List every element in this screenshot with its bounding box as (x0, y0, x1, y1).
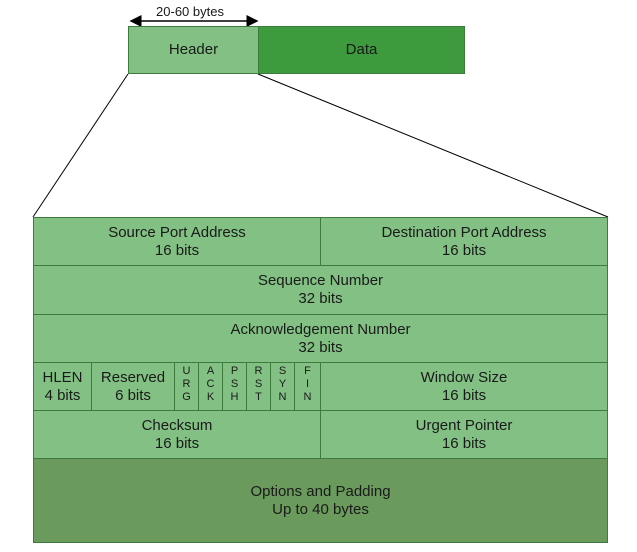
flag-syn-label: S Y N (278, 365, 287, 403)
window-size-size: 16 bits (441, 386, 487, 404)
flag-urg-label: U R G (182, 365, 191, 403)
flag-ack: A C K (198, 362, 223, 411)
sequence-number-size: 32 bits (298, 290, 343, 307)
source-port-name: Source Port Address (108, 223, 246, 241)
dest-port-name: Destination Port Address (381, 223, 547, 241)
hlen-size: 4 bits (44, 386, 81, 404)
source-port-size: 16 bits (154, 241, 200, 259)
size-label: 20-60 bytes (156, 4, 224, 19)
hlen-name: HLEN (42, 368, 83, 386)
urgent-pointer-name: Urgent Pointer (415, 416, 513, 434)
ack-number-name: Acknowledgement Number (230, 320, 411, 338)
segment-data-box: Data (258, 26, 465, 74)
sequence-number-name: Sequence Number (257, 272, 384, 289)
dest-port-size: 16 bits (441, 241, 487, 259)
checksum-size: 16 bits (154, 434, 200, 452)
flag-rst: R S T (246, 362, 271, 411)
reserved-field: Reserved 6 bits (91, 362, 175, 411)
segment-data-label: Data (345, 41, 378, 58)
flag-psh: P S H (222, 362, 247, 411)
hlen-field: HLEN 4 bits (33, 362, 92, 411)
flag-urg: U R G (174, 362, 199, 411)
urgent-pointer-size: 16 bits (441, 434, 487, 452)
flag-fin-label: F I N (303, 365, 312, 403)
checksum-name: Checksum (141, 416, 213, 434)
options-padding-size: Up to 40 bytes (272, 500, 369, 518)
segment-header-box: Header (128, 26, 259, 74)
sequence-number-field: Sequence Number 32 bits (33, 265, 608, 315)
window-size-name: Window Size (420, 368, 508, 386)
reserved-size: 6 bits (115, 386, 151, 404)
ack-number-field: Acknowledgement Number 32 bits (33, 314, 608, 363)
window-size-field: Window Size 16 bits (320, 362, 608, 411)
flag-ack-label: A C K (206, 365, 215, 403)
left-expand-line (32, 73, 129, 218)
flag-fin: F I N (294, 362, 321, 411)
ack-number-size: 32 bits (298, 338, 343, 356)
options-padding-name: Options and Padding (250, 482, 391, 500)
source-port-field: Source Port Address 16 bits (33, 217, 321, 266)
dest-port-field: Destination Port Address 16 bits (320, 217, 608, 266)
segment-header-label: Header (168, 41, 219, 58)
right-expand-line (257, 73, 609, 218)
urgent-pointer-field: Urgent Pointer 16 bits (320, 410, 608, 459)
reserved-name: Reserved (100, 368, 166, 386)
checksum-field: Checksum 16 bits (33, 410, 321, 459)
flag-psh-label: P S H (230, 365, 239, 403)
flag-syn: S Y N (270, 362, 295, 411)
options-padding-field: Options and Padding Up to 40 bytes (33, 458, 608, 543)
flag-rst-label: R S T (254, 365, 263, 403)
